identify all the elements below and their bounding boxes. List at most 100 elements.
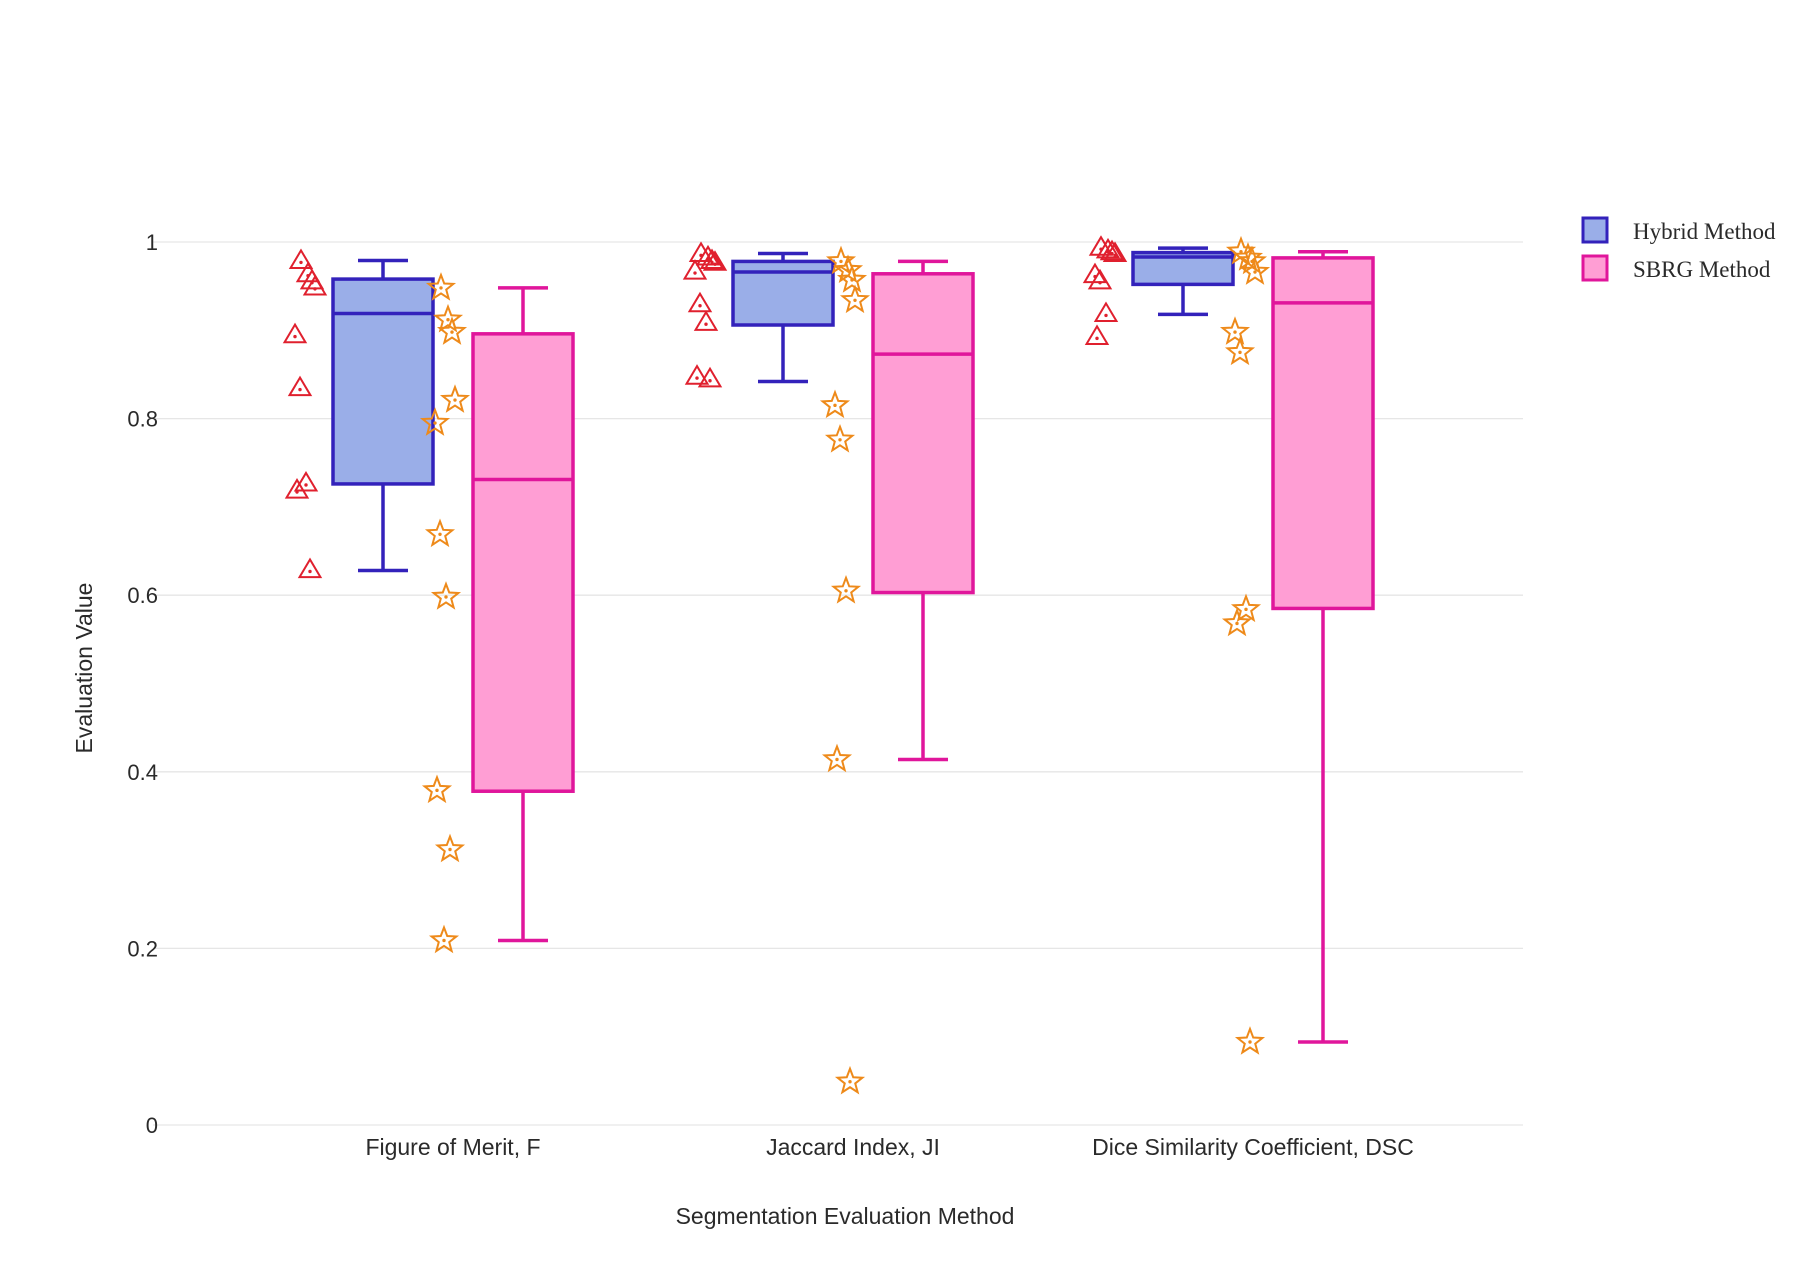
triangle-marker xyxy=(1082,262,1108,284)
legend-label-sbrg: SBRG Method xyxy=(1633,257,1771,282)
data-point-star xyxy=(1224,336,1256,366)
box-iqr xyxy=(871,272,975,595)
legend[interactable]: Hybrid Method SBRG Method xyxy=(1581,216,1776,282)
marker-dot xyxy=(448,847,452,852)
data-point-triangle xyxy=(693,310,719,331)
star-marker xyxy=(419,407,451,436)
triangle-marker xyxy=(688,241,714,262)
marker-dot xyxy=(1233,330,1237,334)
marker-dot xyxy=(446,318,450,322)
data-point-triangle xyxy=(1084,324,1110,345)
star-marker xyxy=(424,518,456,548)
data-point-triangle xyxy=(1087,268,1113,290)
data-point-star xyxy=(428,924,460,954)
data-point-triangle xyxy=(699,248,725,270)
box-sbrg-1 xyxy=(871,259,975,762)
triangle-marker xyxy=(693,310,719,331)
star-marker xyxy=(839,284,871,314)
data-point-triangle xyxy=(702,250,728,271)
marker-dot xyxy=(833,403,837,408)
legend-item-sbrg[interactable]: SBRG Method xyxy=(1581,254,1771,282)
legend-item-hybrid[interactable]: Hybrid Method xyxy=(1581,216,1776,244)
marker-dot xyxy=(698,303,702,308)
star-marker xyxy=(432,303,464,333)
box-hybrid-2 xyxy=(1131,246,1235,317)
marker-dot xyxy=(695,376,699,380)
marker-dot xyxy=(844,589,848,593)
data-point-triangle xyxy=(687,291,713,313)
y-axis-title: Evaluation Value xyxy=(71,583,97,754)
marker-dot xyxy=(853,298,857,302)
legend-label-hybrid: Hybrid Method xyxy=(1633,219,1776,244)
marker-dot xyxy=(846,268,850,272)
marker-dot xyxy=(453,398,457,402)
marker-dot xyxy=(693,271,697,275)
boxes xyxy=(331,246,1375,1044)
triangle-marker xyxy=(682,259,708,280)
data-point-triangle xyxy=(284,478,310,499)
triangle-marker xyxy=(288,248,314,270)
x-tick-label: Jaccard Index, JI xyxy=(766,1134,940,1160)
triangle-marker xyxy=(297,557,323,579)
star-marker xyxy=(425,272,457,301)
data-point-triangle xyxy=(282,322,308,344)
star-marker xyxy=(836,264,868,293)
y-axis-ticks: 00.20.40.60.81 xyxy=(127,230,158,1138)
box-hybrid-1 xyxy=(731,251,835,384)
data-point-star xyxy=(1234,1026,1266,1055)
triangle-marker xyxy=(1095,237,1121,259)
data-point-triangle xyxy=(287,375,313,397)
data-point-star xyxy=(436,316,468,345)
star-marker xyxy=(1230,593,1262,623)
data-point-triangle xyxy=(697,366,723,388)
data-point-triangle xyxy=(682,259,708,280)
marker-dot xyxy=(295,490,299,494)
triangle-marker xyxy=(293,470,319,492)
y-tick-label: 0.4 xyxy=(127,760,158,785)
triangle-marker xyxy=(284,478,310,499)
marker-dot xyxy=(444,595,448,599)
marker-dot xyxy=(839,259,843,264)
marker-dot xyxy=(1098,281,1102,285)
marker-dot xyxy=(1244,607,1248,612)
data-point-triangle xyxy=(684,364,710,385)
y-tick-label: 0 xyxy=(146,1113,158,1138)
legend-swatch-hybrid xyxy=(1581,216,1609,244)
y-tick-label: 0.8 xyxy=(127,407,158,432)
star-marker xyxy=(434,833,466,863)
marker-dot xyxy=(293,334,297,339)
star-marker xyxy=(430,581,462,610)
star-marker xyxy=(1219,316,1251,345)
star-marker xyxy=(1234,1026,1266,1055)
marker-dot xyxy=(1239,250,1243,254)
marker-dot xyxy=(850,278,854,282)
marker-dot xyxy=(1238,350,1242,355)
box-sbrg-2 xyxy=(1271,249,1375,1044)
box-iqr xyxy=(1271,256,1375,611)
x-tick-label: Dice Similarity Coefficient, DSC xyxy=(1092,1134,1414,1160)
data-points xyxy=(282,235,1271,1095)
marker-dot xyxy=(299,260,303,265)
data-point-triangle xyxy=(1093,301,1119,323)
marker-dot xyxy=(439,286,443,290)
marker-dot xyxy=(1253,270,1257,274)
data-point-star xyxy=(434,833,466,863)
marker-dot xyxy=(1110,251,1114,256)
data-point-triangle xyxy=(297,557,323,579)
marker-dot xyxy=(308,569,312,574)
triangle-marker xyxy=(699,248,725,270)
triangle-marker xyxy=(1093,301,1119,323)
marker-dot xyxy=(438,532,442,536)
marker-dot xyxy=(704,322,708,326)
data-point-star xyxy=(1230,593,1262,623)
star-marker xyxy=(819,389,851,419)
star-marker xyxy=(439,384,471,413)
triangle-marker xyxy=(702,250,728,271)
star-marker xyxy=(1239,256,1271,285)
data-point-triangle xyxy=(1099,239,1125,261)
data-point-star xyxy=(432,303,464,333)
marker-dot xyxy=(710,260,714,265)
data-point-star xyxy=(821,743,853,773)
